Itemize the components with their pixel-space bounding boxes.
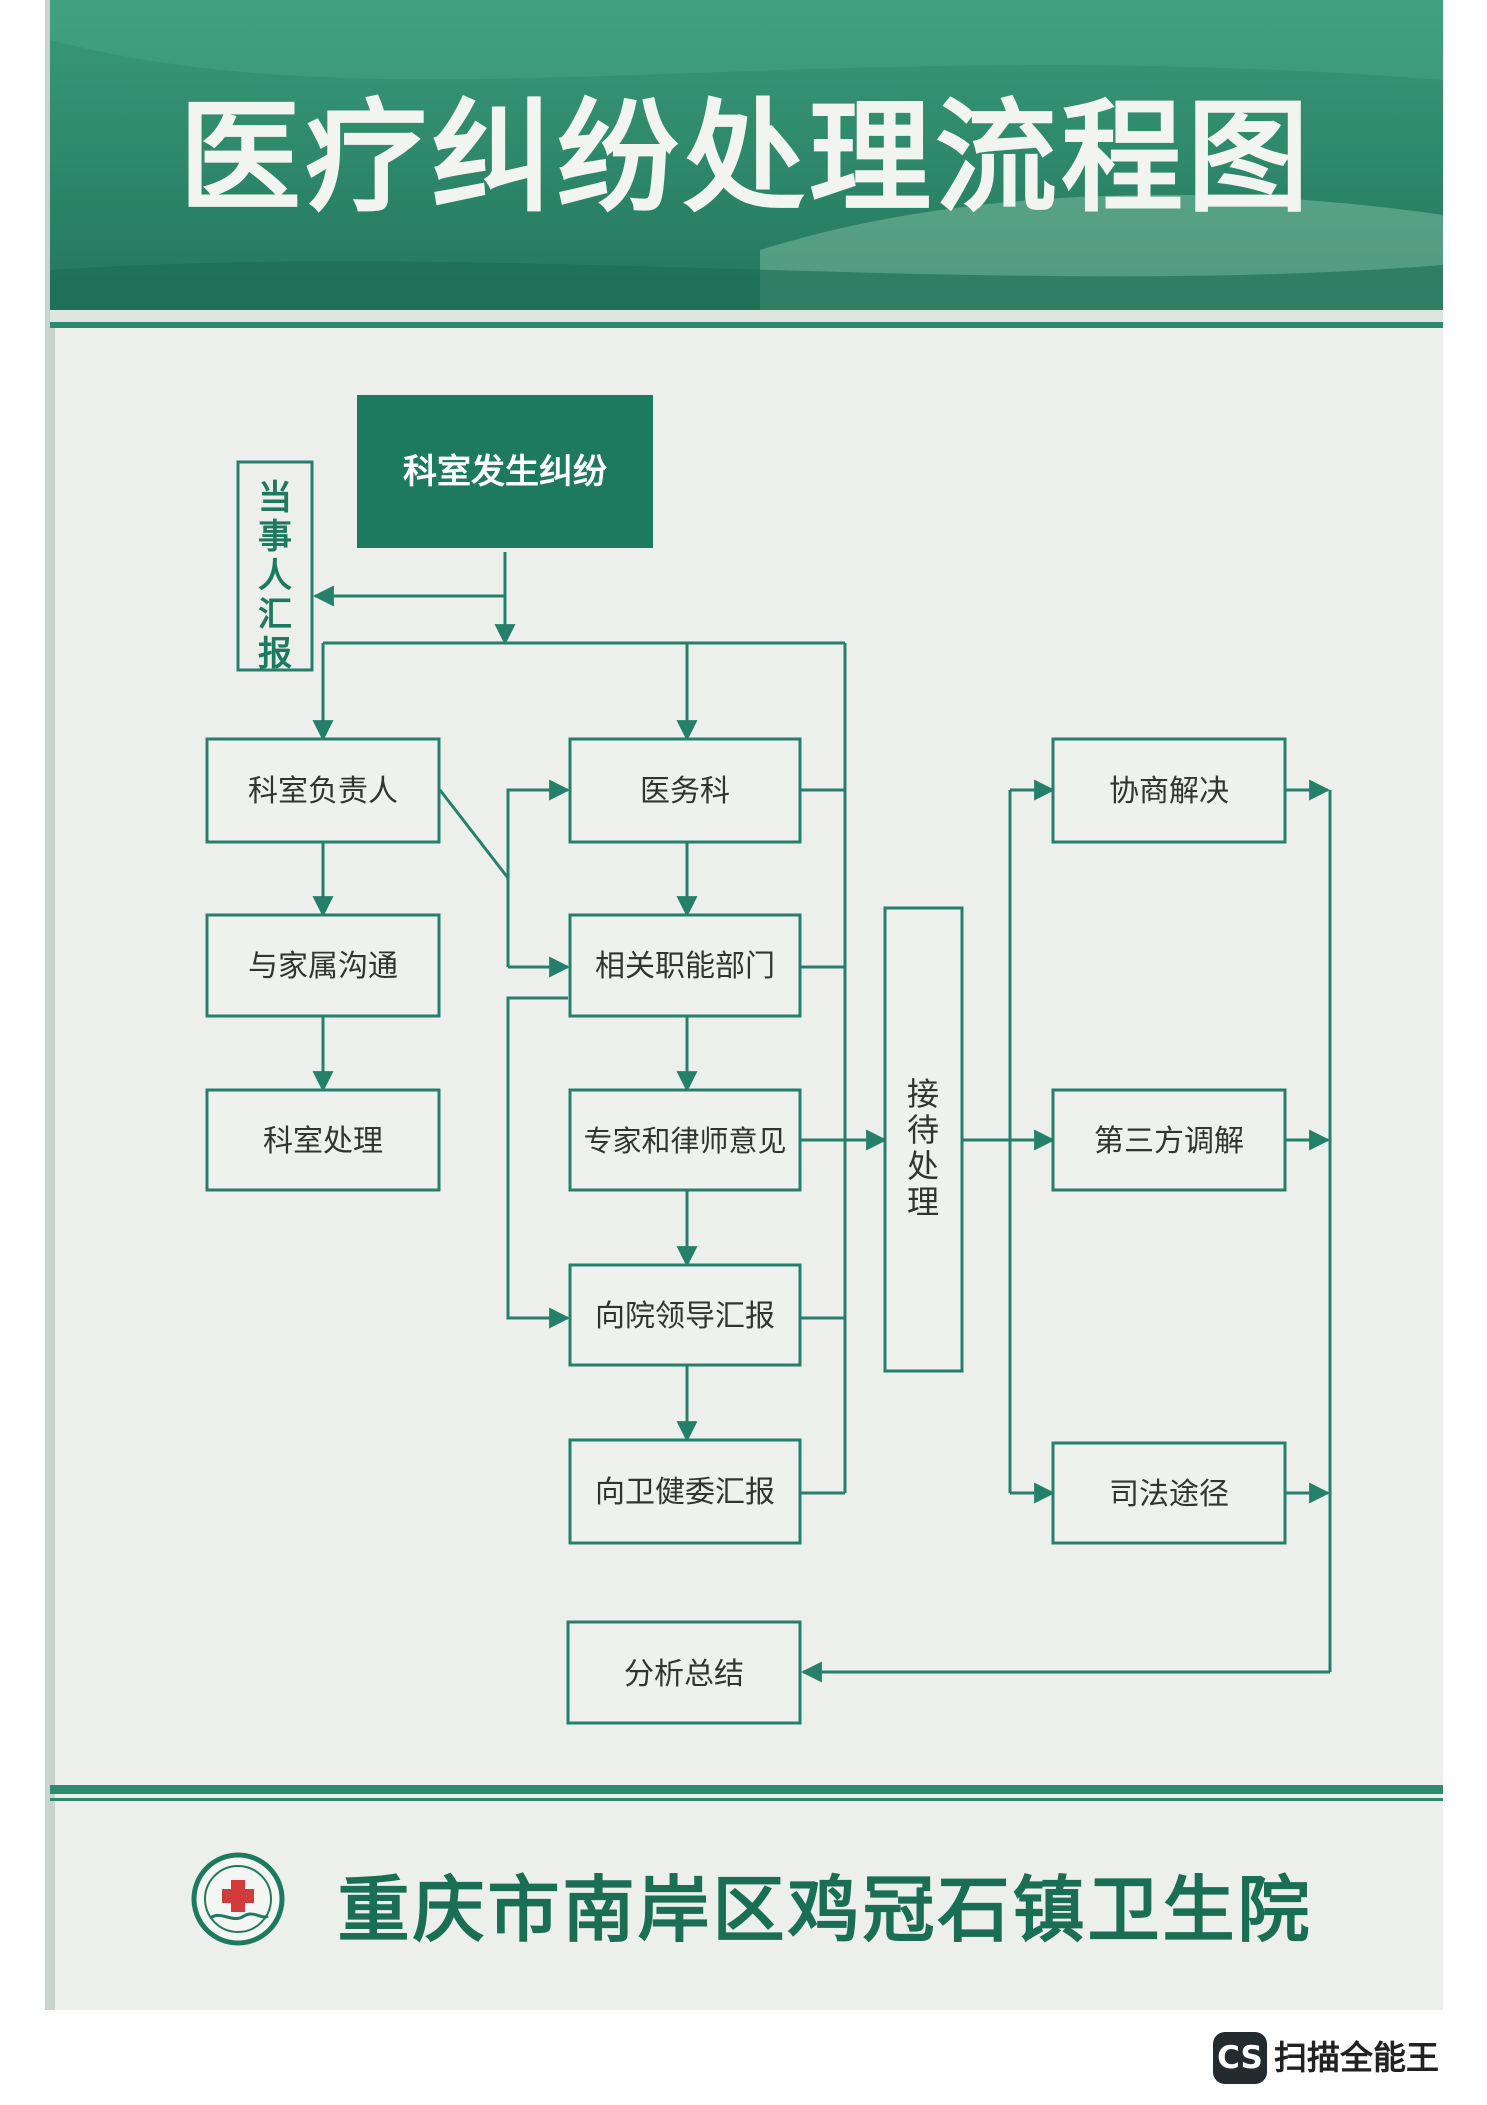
node-functional-depts-label: 相关职能部门 <box>595 949 775 984</box>
node-dept-head-label: 科室负责人 <box>248 774 398 809</box>
node-dept-head: 科室负责人 <box>205 737 441 844</box>
node-reception-char-3: 处 <box>907 1147 939 1185</box>
node-functional-depts: 相关职能部门 <box>568 913 802 1018</box>
node-reception: 接 待 处 理 <box>883 906 964 1373</box>
node-party-report: 当 事 人 汇 报 <box>236 460 314 674</box>
node-reception-char-2: 待 <box>907 1111 939 1149</box>
page-title: 医疗纠纷处理流程图 <box>179 87 1313 229</box>
node-reception-char-4: 理 <box>907 1183 939 1221</box>
node-family-comm-label: 与家属沟通 <box>248 949 398 984</box>
footer-divider-thin <box>50 1798 1443 1801</box>
node-negotiation-label: 协商解决 <box>1109 774 1229 809</box>
node-expert-lawyer-label: 专家和律师意见 <box>583 1124 786 1158</box>
node-summary: 分析总结 <box>566 1620 802 1725</box>
footer-organization: 重庆市南岸区鸡冠石镇卫生院 <box>337 1868 1312 1952</box>
node-medical-affairs: 医务科 <box>568 737 802 844</box>
footer-divider <box>50 1785 1443 1794</box>
node-expert-lawyer: 专家和律师意见 <box>568 1088 802 1192</box>
node-report-health-comm-label: 向卫健委汇报 <box>595 1475 775 1510</box>
node-negotiation: 协商解决 <box>1051 737 1287 844</box>
poster-left-shadow <box>45 0 55 2010</box>
node-judicial: 司法途径 <box>1051 1441 1287 1545</box>
node-start-label: 科室发生纠纷 <box>403 452 607 492</box>
node-summary-label: 分析总结 <box>624 1657 744 1692</box>
node-party-report-char-5: 报 <box>258 634 292 674</box>
node-report-health-comm: 向卫健委汇报 <box>568 1438 802 1545</box>
line-left-upper <box>506 779 571 967</box>
node-party-report-char-4: 汇 <box>258 595 292 635</box>
node-start: 科室发生纠纷 <box>357 395 653 548</box>
node-medical-affairs-label: 医务科 <box>640 774 730 809</box>
cs-app-badge-icon: CS <box>1213 2032 1267 2084</box>
hospital-logo <box>191 1852 285 1946</box>
header-band <box>50 0 1443 328</box>
node-party-report-char-2: 事 <box>258 517 292 557</box>
node-family-comm: 与家属沟通 <box>205 913 441 1018</box>
node-mediation: 第三方调解 <box>1051 1088 1287 1192</box>
line-dh-diagonal <box>438 789 510 879</box>
line-left-lower <box>506 996 571 1329</box>
connectors <box>312 552 1332 1683</box>
node-judicial-label: 司法途径 <box>1109 1477 1229 1512</box>
node-reception-char-1: 接 <box>907 1075 939 1113</box>
node-mediation-label: 第三方调解 <box>1094 1124 1244 1159</box>
scanner-app-watermark: 扫描全能王 <box>1274 2038 1439 2077</box>
node-report-leaders: 向院领导汇报 <box>568 1263 802 1367</box>
node-dept-handle-label: 科室处理 <box>263 1124 383 1159</box>
node-party-report-char-3: 人 <box>258 556 292 596</box>
node-dept-handle: 科室处理 <box>205 1088 441 1192</box>
node-party-report-char-1: 当 <box>258 478 292 518</box>
node-report-leaders-label: 向院领导汇报 <box>595 1299 775 1334</box>
